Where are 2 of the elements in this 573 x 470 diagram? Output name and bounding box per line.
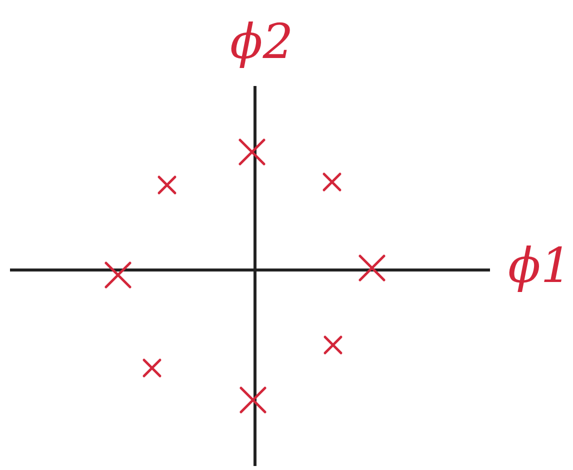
axis-label: ϕ1 bbox=[508, 242, 572, 290]
axis-label: ϕ2 bbox=[230, 18, 294, 66]
